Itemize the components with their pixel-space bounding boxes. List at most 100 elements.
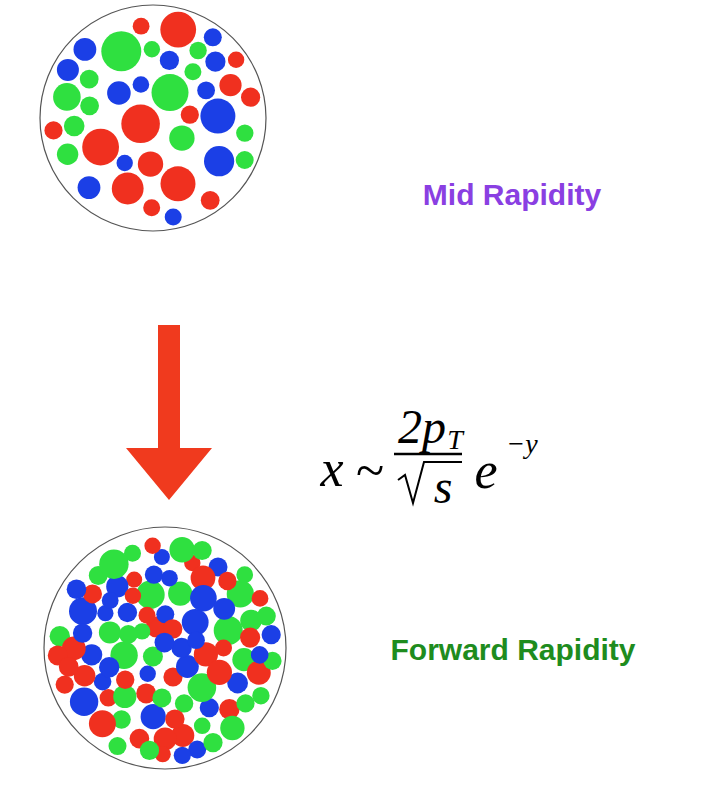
parton-dot bbox=[143, 199, 160, 216]
parton-dot bbox=[165, 209, 182, 226]
parton-dot bbox=[169, 125, 194, 150]
parton-dot bbox=[152, 74, 189, 111]
parton-dot bbox=[218, 572, 236, 590]
parton-dot bbox=[57, 144, 78, 165]
region-label: Forward Rapidity bbox=[390, 633, 635, 667]
parton-dot bbox=[53, 83, 81, 111]
parton-dot bbox=[99, 621, 121, 643]
parton-dot bbox=[194, 718, 211, 735]
parton-dot bbox=[116, 671, 134, 689]
parton-dot bbox=[228, 52, 244, 68]
parton-dot bbox=[74, 38, 97, 61]
parton-dot bbox=[107, 81, 131, 105]
parton-dot bbox=[144, 538, 160, 554]
parton-dot bbox=[78, 176, 101, 199]
parton-dot bbox=[125, 588, 141, 604]
parton-dot bbox=[252, 590, 269, 607]
parton-dot bbox=[152, 688, 171, 707]
parton-dot bbox=[236, 151, 254, 169]
parton-dot bbox=[257, 607, 276, 626]
parton-dot bbox=[204, 28, 222, 46]
parton-dot bbox=[181, 106, 199, 124]
parton-dot bbox=[174, 747, 191, 764]
parton-dot bbox=[67, 579, 87, 599]
parton-dot bbox=[236, 566, 253, 583]
parton-dot bbox=[57, 59, 79, 81]
parton-dot bbox=[102, 592, 119, 609]
parton-dot bbox=[203, 733, 222, 752]
parton-dot bbox=[133, 18, 150, 35]
parton-dot bbox=[109, 737, 127, 755]
parton-dot bbox=[112, 173, 144, 205]
parton-dot bbox=[155, 633, 175, 653]
formula-symbol: s bbox=[434, 459, 453, 514]
parton-dot bbox=[213, 598, 235, 620]
parton-dot bbox=[161, 166, 196, 201]
parton-dot bbox=[240, 628, 260, 648]
parton-dot bbox=[99, 657, 119, 677]
parton-dot bbox=[140, 666, 156, 682]
formula-symbol: ~ bbox=[356, 441, 384, 500]
parton-dot bbox=[219, 74, 241, 96]
parton-dot bbox=[214, 616, 243, 645]
parton-dot bbox=[236, 124, 253, 141]
parton-dot bbox=[119, 625, 138, 644]
parton-dot bbox=[133, 76, 150, 93]
parton-dot bbox=[252, 687, 269, 704]
parton-dot bbox=[165, 709, 184, 728]
parton-dot bbox=[241, 88, 260, 107]
parton-dot bbox=[140, 741, 159, 760]
parton-dot bbox=[141, 704, 166, 729]
parton-dot bbox=[59, 657, 79, 677]
formula-superscript: −y bbox=[506, 428, 537, 460]
parton-dots-dense bbox=[48, 537, 282, 764]
parton-dot bbox=[200, 99, 235, 134]
parton-dot bbox=[190, 585, 217, 612]
parton-dot bbox=[144, 41, 160, 57]
parton-dot bbox=[101, 31, 141, 71]
formula-symbol: e bbox=[474, 441, 497, 500]
parton-dot bbox=[207, 660, 232, 685]
parton-dot bbox=[56, 676, 74, 694]
parton-dot bbox=[236, 694, 254, 712]
parton-dot bbox=[89, 710, 116, 737]
parton-dot bbox=[44, 121, 62, 139]
parton-dot bbox=[201, 191, 220, 210]
region-label: Mid Rapidity bbox=[423, 178, 601, 212]
parton-dot bbox=[160, 12, 196, 48]
parton-dot bbox=[145, 566, 163, 584]
parton-dot bbox=[187, 632, 205, 650]
parton-dot bbox=[184, 63, 201, 80]
parton-dot bbox=[138, 151, 163, 176]
parton-dot bbox=[251, 646, 269, 664]
parton-dot bbox=[215, 640, 232, 657]
parton-dot bbox=[126, 572, 142, 588]
parton-dot bbox=[205, 52, 225, 72]
parton-dot bbox=[80, 70, 99, 89]
parton-dot bbox=[193, 541, 212, 560]
parton-dot bbox=[99, 550, 128, 579]
parton-dot bbox=[160, 51, 179, 70]
radical-sign bbox=[398, 462, 462, 503]
parton-dot bbox=[73, 623, 92, 642]
parton-dot bbox=[121, 105, 160, 144]
parton-dot bbox=[70, 688, 98, 716]
parton-dot bbox=[139, 607, 156, 624]
formula-symbol: 2p bbox=[398, 399, 446, 454]
parton-dot bbox=[189, 42, 206, 59]
formula-symbol: x bbox=[320, 439, 343, 498]
parton-dot bbox=[220, 716, 244, 740]
hadron-outline bbox=[40, 5, 266, 231]
parton-dot bbox=[262, 625, 281, 644]
hadron-outline bbox=[44, 527, 286, 769]
parton-dot bbox=[82, 129, 119, 166]
parton-dot bbox=[161, 570, 178, 587]
formula-subscript: T bbox=[447, 424, 463, 456]
parton-dot bbox=[204, 146, 234, 176]
parton-dot bbox=[64, 116, 85, 137]
parton-dot bbox=[117, 155, 133, 171]
parton-dot bbox=[197, 82, 215, 100]
evolution-arrow bbox=[126, 325, 212, 500]
parton-dot bbox=[169, 537, 194, 562]
